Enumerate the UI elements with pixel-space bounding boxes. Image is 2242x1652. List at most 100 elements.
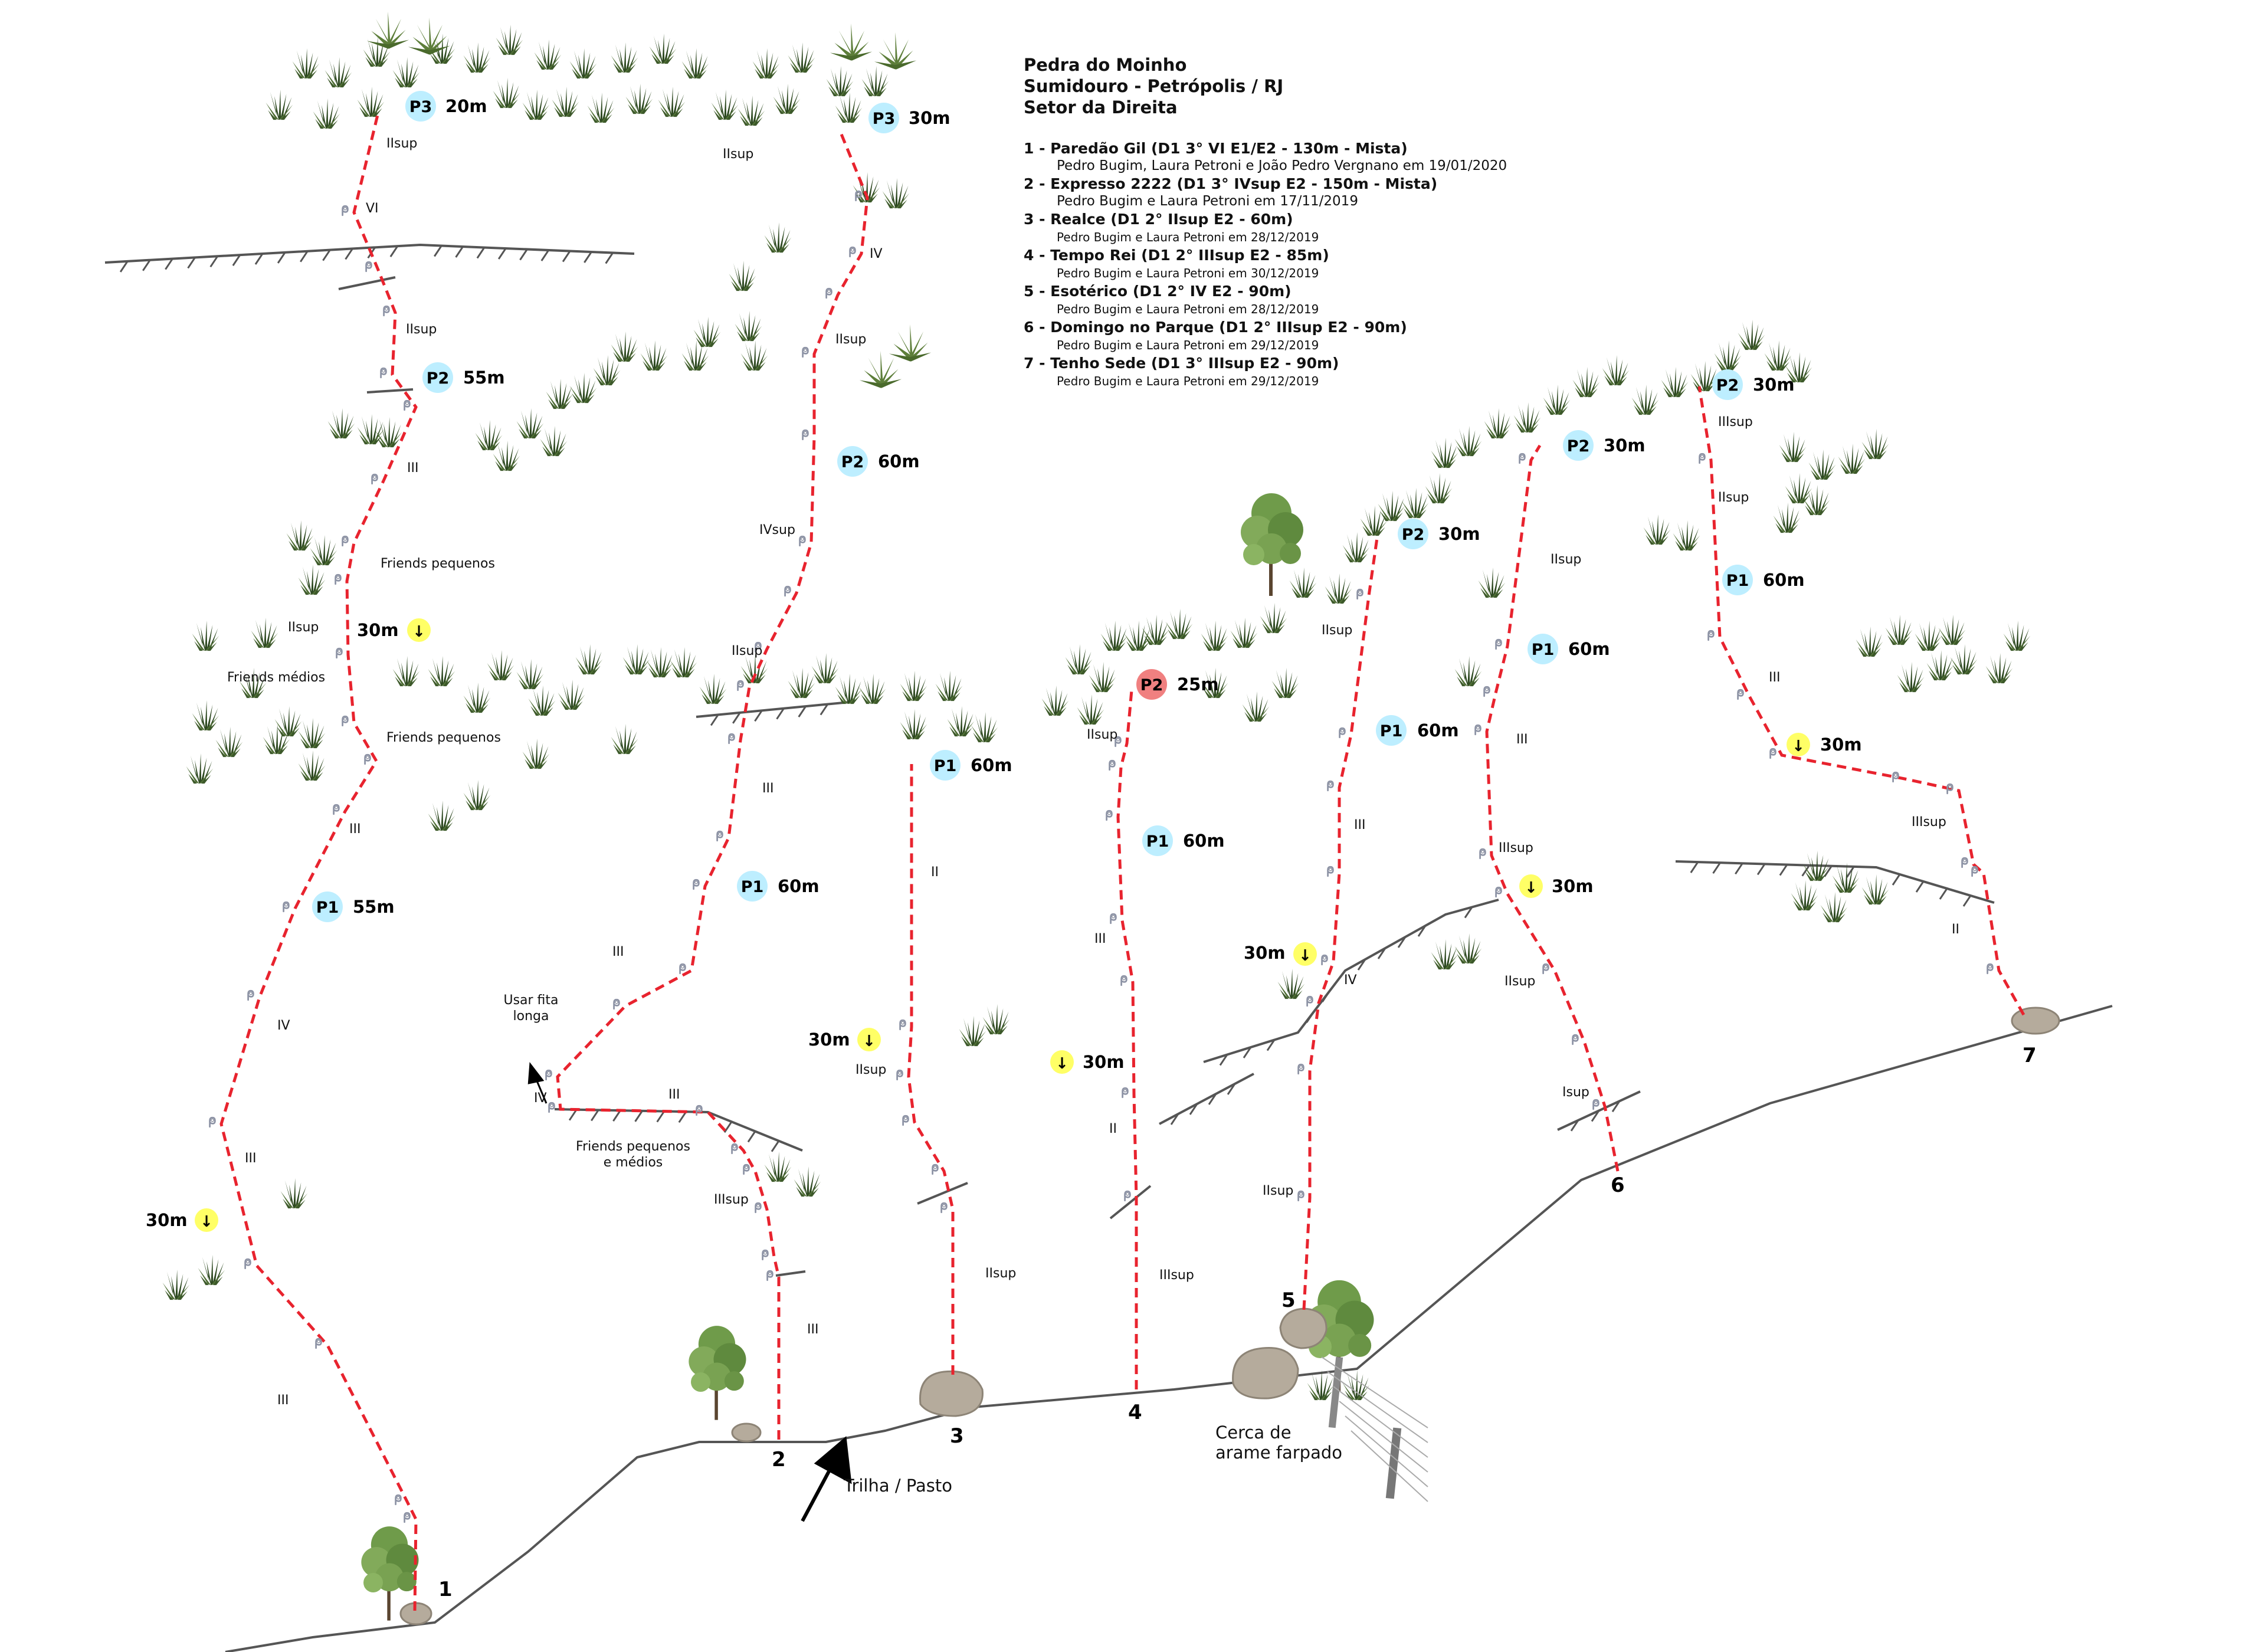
grass-icon — [764, 222, 792, 253]
bolt-icon — [716, 830, 723, 842]
ledge-tick — [798, 706, 807, 717]
svg-text:5: 5 — [1281, 1289, 1296, 1312]
ledge-tick — [1377, 948, 1386, 959]
bolt-icon — [784, 585, 791, 597]
ledge-tick — [723, 1121, 733, 1133]
bolt-icon — [1572, 1034, 1579, 1045]
svg-text:60m: 60m — [778, 876, 820, 896]
bolt-icon — [404, 1512, 411, 1523]
ledge-tick — [1570, 1119, 1579, 1132]
bolt-icon — [1306, 995, 1313, 1007]
grade-label: IIsup — [1263, 1184, 1293, 1198]
svg-text:60m: 60m — [878, 451, 920, 471]
bolt-icon — [1987, 963, 1994, 975]
grass-icon — [528, 685, 556, 716]
grade-label: IIIsup — [1718, 415, 1753, 430]
ledge-tick — [1464, 906, 1473, 919]
bolt-icon — [940, 1202, 948, 1214]
grass-icon — [622, 644, 650, 675]
boulders — [399, 1007, 2060, 1625]
svg-text:20m: 20m — [445, 96, 487, 116]
ledge-tick — [476, 247, 486, 259]
agave-icon — [830, 23, 873, 61]
ledge-tick — [1611, 1100, 1621, 1113]
crag-sector: Setor da Direita — [1024, 97, 1178, 117]
svg-text:55m: 55m — [353, 897, 395, 917]
grade-label: IIsup — [723, 147, 753, 162]
ledge-tick — [322, 249, 331, 261]
ledge-tick — [1227, 1083, 1236, 1095]
grade-label: III — [407, 461, 418, 476]
grass-icon — [1820, 891, 1848, 923]
route-item-ascent: Pedro Bugim e Laura Petroni em 30/12/201… — [1057, 266, 1319, 280]
grass-icon — [1779, 431, 1807, 463]
grade-labels: IIsupVIIIsupIIIIIsupIIIIVIIIIIIIIsupIVII… — [245, 136, 1959, 1408]
grade-label: IIsup — [856, 1063, 886, 1077]
agave-icon — [408, 17, 451, 55]
bolt-icon — [1961, 857, 1968, 868]
ledge-tick — [1322, 991, 1330, 1002]
svg-text:Cerca de: Cerca de — [1215, 1422, 1292, 1443]
svg-text:e médios: e médios — [604, 1155, 663, 1170]
grass-icon — [752, 48, 780, 79]
bolt-icon — [693, 879, 700, 890]
ledge-tick — [612, 1110, 621, 1122]
ledge-tick — [119, 261, 129, 273]
ledge-tick — [1735, 863, 1743, 875]
grade-label: IV — [1344, 973, 1357, 988]
route-line-6 — [1485, 444, 1620, 1172]
ledge-tick — [656, 1110, 665, 1123]
grass-icon — [1089, 661, 1116, 693]
ledge-tick — [1962, 895, 1972, 907]
arrows — [527, 1061, 852, 1522]
grass-icon — [1673, 520, 1700, 551]
route-line-5 — [1302, 533, 1379, 1310]
sling-arrowhead-icon — [527, 1061, 545, 1084]
svg-text:30m: 30m — [146, 1210, 188, 1230]
grass-icon — [693, 316, 721, 348]
rappel-route3: 30m↓ — [808, 1028, 881, 1051]
grade-label: III — [1769, 670, 1780, 685]
grade-label: IIsup — [732, 644, 762, 658]
bolt-icon — [799, 535, 806, 547]
bolt-icon — [1356, 588, 1363, 600]
grass-icon — [1230, 617, 1258, 648]
rappel-route6: ↓30m — [1519, 874, 1594, 898]
ledge-tick — [820, 703, 829, 716]
grade-label: IIIsup — [1499, 841, 1533, 856]
ledge-tick — [747, 1130, 756, 1143]
svg-text:P3: P3 — [873, 110, 896, 128]
grade-label: IIsup — [1551, 552, 1581, 567]
bolt-icon — [1495, 638, 1502, 650]
grass-icon — [826, 65, 854, 97]
ledge-tick — [1357, 959, 1366, 971]
ledge-tick — [1690, 861, 1699, 873]
grass-icon — [1142, 614, 1169, 645]
grass-icon — [198, 1254, 225, 1286]
grass-icon — [522, 738, 550, 769]
grass-icon — [1342, 532, 1370, 563]
grade-label: IIsup — [1322, 623, 1352, 638]
ledge-tick — [165, 258, 173, 270]
bolt-icon — [244, 1258, 251, 1270]
grass-icon — [280, 1178, 308, 1209]
ledge-tick — [455, 246, 464, 258]
grass-icon — [286, 520, 314, 551]
grade-label: III — [245, 1151, 256, 1166]
grass-icon — [1484, 408, 1512, 439]
grade-label: III — [762, 781, 773, 796]
grass-icon — [788, 667, 815, 699]
grade-label: IIsup — [1087, 727, 1117, 742]
ledge-tick — [434, 245, 442, 257]
grade-label: IVsup — [759, 523, 795, 537]
ledge-tick — [277, 252, 286, 264]
svg-text:25m: 25m — [1177, 674, 1219, 694]
grass-icon — [835, 673, 863, 704]
svg-text:4: 4 — [1128, 1401, 1142, 1424]
grass-icon — [959, 1015, 986, 1047]
